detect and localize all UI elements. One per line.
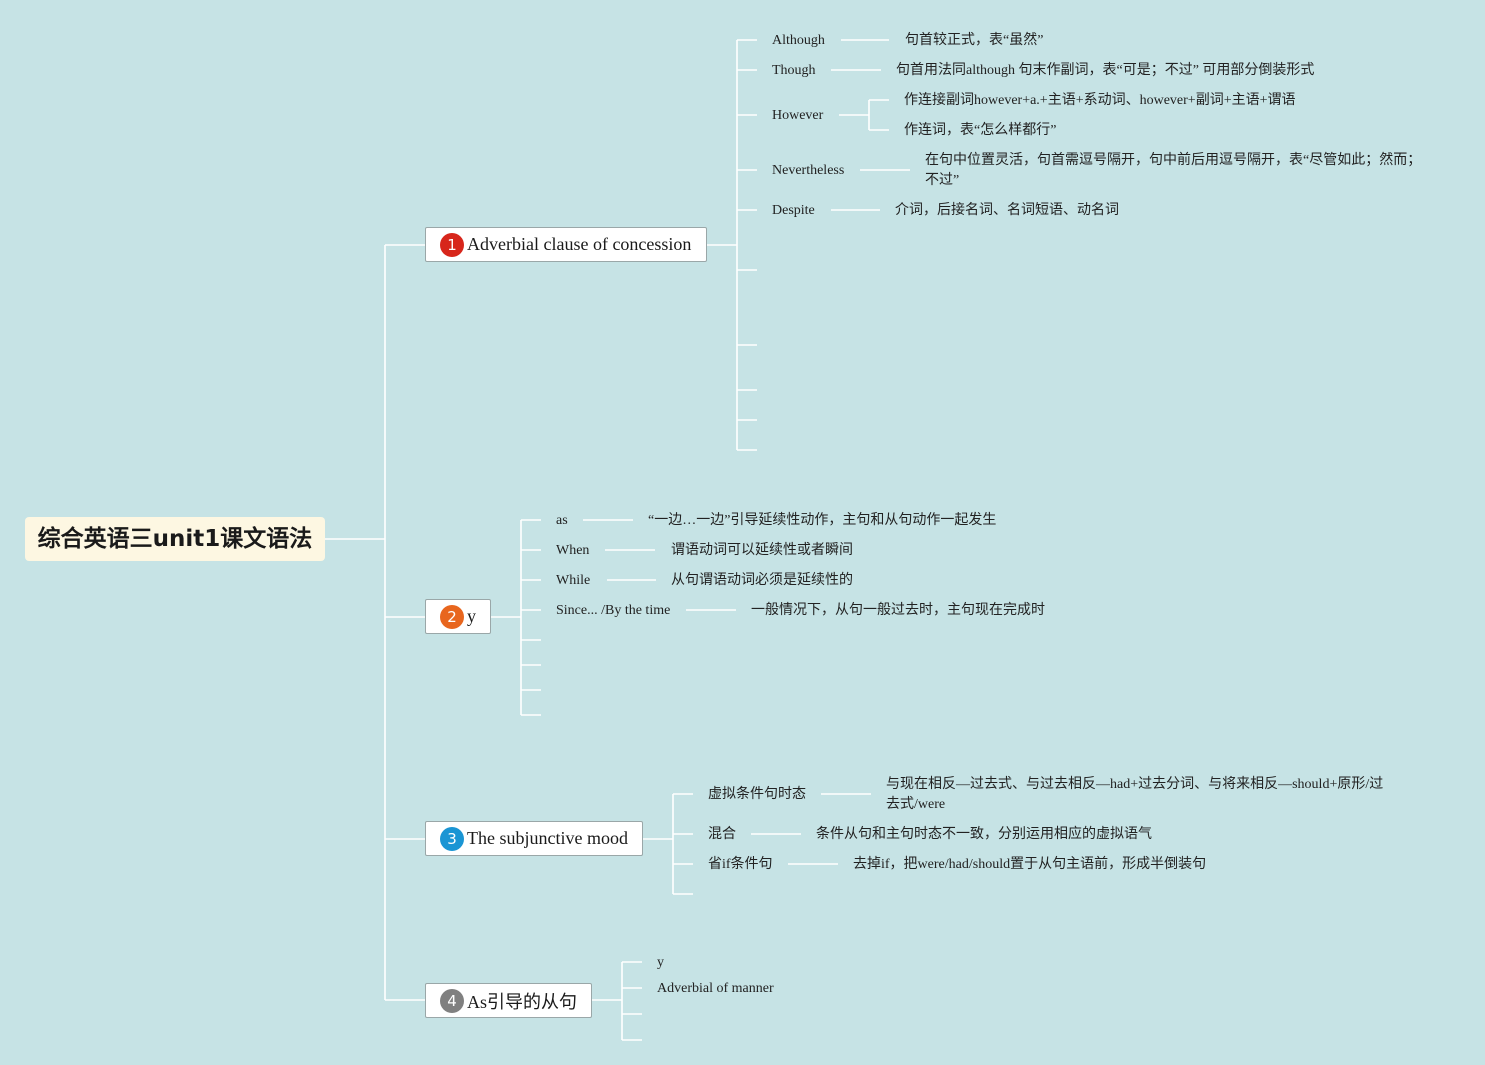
connector bbox=[737, 39, 757, 451]
connector bbox=[521, 519, 541, 716]
note-since[interactable]: 一般情况下，从句一般过去时，主句现在完成时 bbox=[751, 603, 1045, 618]
branch-label: y bbox=[467, 606, 476, 626]
note-conditional-tense[interactable]: 与现在相反—过去式、与过去相反—had+过去分词、与将来相反—should+原形… bbox=[886, 777, 1384, 812]
note-however-adverb[interactable]: 作连接副词however+a.+主语+系动词、however+副词+主语+谓语 bbox=[904, 93, 1296, 108]
branch-concession[interactable]: 1 Adverbial clause of concession bbox=[425, 227, 707, 262]
topic-conditional-tense[interactable]: 虚拟条件句时态 bbox=[708, 787, 806, 802]
note-although[interactable]: 句首较正式，表“虽然” bbox=[905, 33, 1044, 48]
note-nevertheless[interactable]: 在句中位置灵活，句首需逗号隔开，句中前后用逗号隔开，表“尽管如此；然而；不过” bbox=[925, 153, 1422, 188]
topic-despite[interactable]: Despite bbox=[772, 203, 815, 218]
note-as[interactable]: “一边…一边”引导延续性动作，主句和从句动作一起发生 bbox=[648, 513, 997, 528]
note-while[interactable]: 从句谓语动词必须是延续性的 bbox=[671, 573, 853, 588]
topic-y[interactable]: y bbox=[657, 955, 664, 970]
root-topic[interactable]: 综合英语三unit1课文语法 bbox=[25, 517, 325, 561]
connector bbox=[839, 99, 889, 131]
number-4-badge-icon: 4 bbox=[440, 988, 464, 1013]
branch-label: As引导的从句 bbox=[467, 991, 578, 1012]
note-however-conjunction[interactable]: 作连词，表“怎么样都行” bbox=[904, 123, 1057, 138]
note-mixed[interactable]: 条件从句和主句时态不一致，分别运用相应的虚拟语气 bbox=[816, 827, 1152, 842]
branch-subjunctive[interactable]: 3 The subjunctive mood bbox=[425, 821, 643, 856]
topic-although[interactable]: Although bbox=[772, 33, 825, 48]
topic-though[interactable]: Though bbox=[772, 63, 816, 78]
number-1-badge-icon: 1 bbox=[440, 232, 464, 257]
topic-nevertheless[interactable]: Nevertheless bbox=[772, 163, 845, 178]
note-despite[interactable]: 介词，后接名词、名词短语、动名词 bbox=[895, 203, 1119, 218]
topic-since[interactable]: Since... /By the time bbox=[556, 603, 671, 618]
note-when[interactable]: 谓语动词可以延续性或者瞬间 bbox=[671, 543, 853, 558]
connector bbox=[622, 961, 642, 1041]
branch-label: Adverbial clause of concession bbox=[467, 234, 692, 254]
topic-as[interactable]: as bbox=[556, 513, 568, 528]
topic-mixed[interactable]: 混合 bbox=[708, 827, 736, 842]
branch-y[interactable]: 2 y bbox=[425, 599, 491, 634]
branch-label: The subjunctive mood bbox=[467, 828, 628, 848]
topic-omitted-if[interactable]: 省if条件句 bbox=[708, 857, 773, 872]
number-2-badge-icon: 2 bbox=[440, 604, 464, 629]
topic-however[interactable]: However bbox=[772, 108, 824, 123]
topic-while[interactable]: While bbox=[556, 573, 591, 588]
connector bbox=[673, 793, 693, 895]
topic-when[interactable]: When bbox=[556, 543, 590, 558]
topic-adverbial-of-manner[interactable]: Adverbial of manner bbox=[657, 981, 774, 996]
note-omitted-if[interactable]: 去掉if，把were/had/should置于从句主语前，形成半倒装句 bbox=[853, 857, 1207, 872]
note-though[interactable]: 句首用法同although 句末作副词，表“可是；不过” 可用部分倒装形式 bbox=[896, 63, 1315, 78]
number-3-badge-icon: 3 bbox=[440, 826, 464, 851]
branch-as-clause[interactable]: 4 As引导的从句 bbox=[425, 983, 592, 1018]
